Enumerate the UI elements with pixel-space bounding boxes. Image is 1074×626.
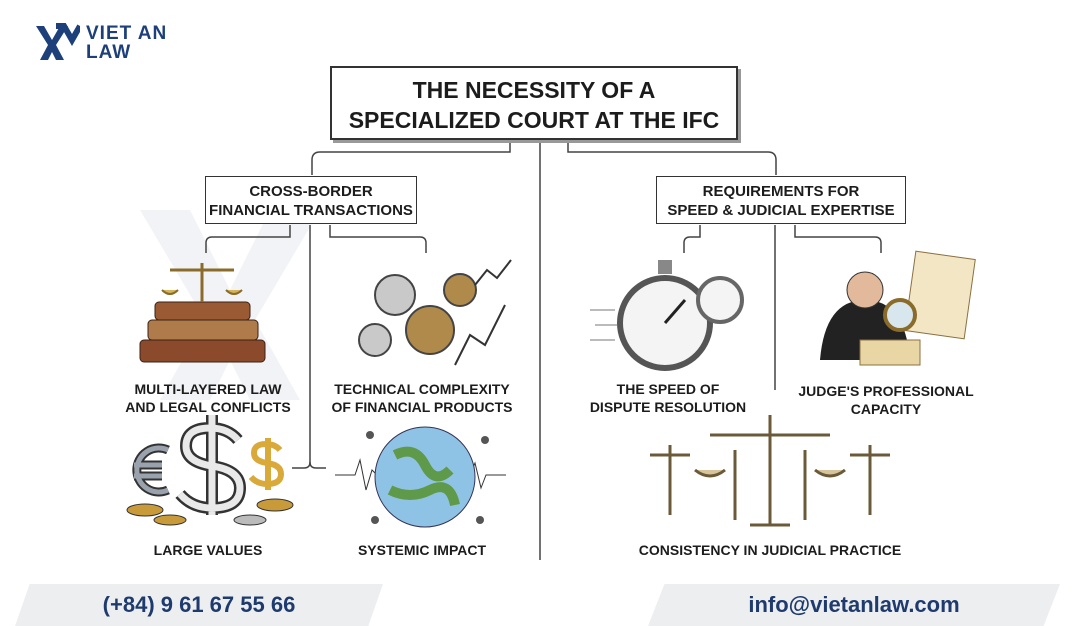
item-line1: THE SPEED OF xyxy=(616,381,720,397)
item-line2: OF FINANCIAL PRODUCTS xyxy=(331,399,513,415)
email-address[interactable]: info@vietanlaw.com xyxy=(748,592,960,617)
footer-email-bar: info@vietanlaw.com xyxy=(648,584,1060,626)
phone-number[interactable]: (+84) 9 61 67 55 66 xyxy=(102,592,296,617)
category-line2: FINANCIAL TRANSACTIONS xyxy=(209,202,413,219)
title-line1: THE NECESSITY OF A xyxy=(412,77,656,103)
law-books-scale-icon xyxy=(139,263,266,363)
stopwatch-icon xyxy=(590,260,744,371)
footer-phone-bar: (+84) 9 61 67 55 66 xyxy=(15,584,383,626)
item-line1: JUDGE'S PROFESSIONAL xyxy=(798,383,974,399)
category-line2: SPEED & JUDICIAL EXPERTISE xyxy=(667,202,895,219)
item-consistency: CONSISTENCY IN JUDICIAL PRACTICE xyxy=(638,542,902,558)
logo-text-line1: VIET AN xyxy=(86,23,168,44)
item-line1: MULTI-LAYERED LAW xyxy=(134,381,282,397)
item-large-values: LARGE VALUES xyxy=(153,542,263,558)
logo-mark-icon xyxy=(36,23,80,60)
judge-magnifier-icon xyxy=(820,250,976,366)
item-technical-complexity: TECHNICAL COMPLEXITY OF FINANCIAL PRODUCT… xyxy=(322,380,522,416)
currency-coins-icon xyxy=(126,415,294,526)
category-cross-border: CROSS-BORDER FINANCIAL TRANSACTIONS xyxy=(205,176,417,224)
item-speed-of-resolution: THE SPEED OF DISPUTE RESOLUTION xyxy=(568,380,768,416)
category-line1: REQUIREMENTS FOR xyxy=(702,183,860,200)
title-line2: SPECIALIZED COURT AT THE IFC xyxy=(348,107,720,133)
item-line2: CAPACITY xyxy=(850,401,922,417)
item-systemic-impact: SYSTEMIC IMPACT xyxy=(357,542,487,558)
item-multi-layered-law: MULTI-LAYERED LAW AND LEGAL CONFLICTS xyxy=(108,380,308,416)
category-line1: CROSS-BORDER xyxy=(249,183,373,200)
item-line2: AND LEGAL CONFLICTS xyxy=(125,399,291,415)
scales-icon xyxy=(650,415,890,527)
item-line2: DISPUTE RESOLUTION xyxy=(589,399,747,415)
gears-chart-icon xyxy=(358,259,512,366)
globe-network-icon xyxy=(335,426,506,528)
page-title: THE NECESSITY OF A SPECIALIZED COURT AT … xyxy=(330,66,738,140)
logo-text-line2: LAW xyxy=(86,42,132,63)
item-line1: TECHNICAL COMPLEXITY xyxy=(334,381,510,397)
item-judge-capacity: JUDGE'S PROFESSIONAL CAPACITY xyxy=(786,382,986,418)
category-speed-expertise: REQUIREMENTS FOR SPEED & JUDICIAL EXPERT… xyxy=(656,176,906,224)
